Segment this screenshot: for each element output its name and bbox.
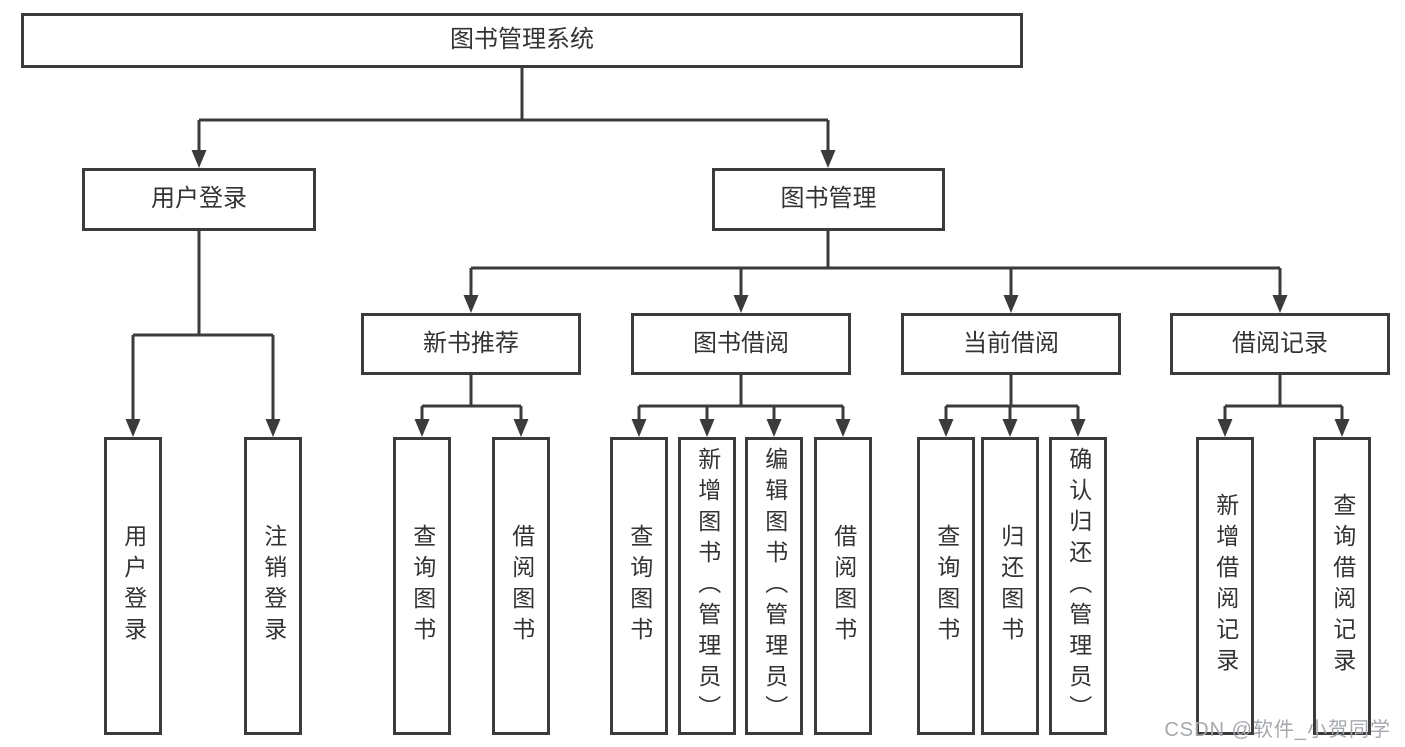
leaf-logout: 注销登录: [244, 437, 302, 735]
connector-root: [191, 68, 836, 168]
leaf-return-books: 归还图书: [981, 437, 1039, 735]
leaf-query-books-recommend: 查询图书: [393, 437, 451, 735]
connector-borrowing-records: [1217, 375, 1350, 437]
connector-new-book-recommendation: [414, 375, 529, 437]
leaf-add-book-admin: 新增图书（管理员）: [678, 437, 736, 735]
leaf-query-books-current: 查询图书: [917, 437, 975, 735]
leaf-query-borrow-record: 查询借阅记录: [1313, 437, 1371, 735]
leaf-confirm-return-admin: 确认归还（管理员）: [1049, 437, 1107, 735]
leaf-add-borrow-record: 新增借阅记录: [1196, 437, 1254, 735]
leaf-query-books-borrowing: 查询图书: [610, 437, 668, 735]
leaf-borrow-books-borrowing: 借阅图书: [814, 437, 872, 735]
node-book-management: 图书管理: [712, 168, 945, 231]
connector-book-borrowing: [631, 375, 851, 437]
connector-book-management: [463, 231, 1288, 313]
node-book-borrowing: 图书借阅: [631, 313, 851, 375]
node-current-borrowing: 当前借阅: [901, 313, 1121, 375]
connector-user-login: [125, 231, 281, 437]
node-borrowing-records: 借阅记录: [1170, 313, 1390, 375]
csdn-watermark: CSDN @软件_小贺同学: [1164, 719, 1391, 741]
leaf-user-login: 用户登录: [104, 437, 162, 735]
connector-current-borrowing: [938, 375, 1086, 437]
leaf-edit-book-admin: 编辑图书（管理员）: [745, 437, 803, 735]
node-new-book-recommendation: 新书推荐: [361, 313, 581, 375]
leaf-borrow-books-recommend: 借阅图书: [492, 437, 550, 735]
node-root: 图书管理系统: [21, 13, 1023, 68]
node-user-login: 用户登录: [82, 168, 316, 231]
